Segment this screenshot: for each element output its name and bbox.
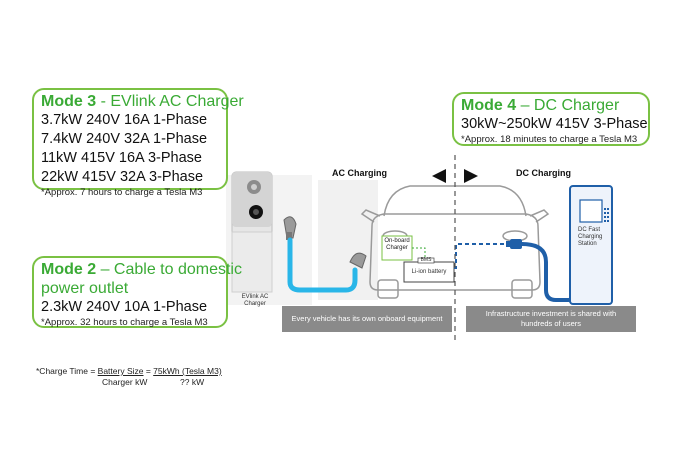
formula-equals: = <box>143 366 154 376</box>
evlink-charger-label: EVlink AC Charger <box>241 294 269 307</box>
mode3-spec-2: 7.4kW 240V 32A 1-Phase <box>41 131 208 147</box>
ac-plug-icon <box>283 216 297 240</box>
formula-denominator-value: ?? kW <box>180 377 205 387</box>
mode2-title: Mode 2 – Cable to domestic <box>41 260 242 279</box>
formula-numerator-value: 75kWh (Tesla M3) <box>153 366 222 376</box>
mode3-title-rest: - EVlink AC Charger <box>96 93 244 110</box>
dc-station-icon <box>569 185 613 305</box>
right-arrow-icon <box>464 169 478 183</box>
left-arrow-icon <box>432 169 446 183</box>
mode3-title: Mode 3 - EVlink AC Charger <box>41 92 244 111</box>
mode4-box: Mode 4 – DC Charger 30kW~250kW 415V 3-Ph… <box>452 92 650 146</box>
car-ac-plug-icon <box>349 252 367 269</box>
battery-label: Li-ion battery <box>411 269 447 275</box>
ac-banner: Every vehicle has its own onboard equipm… <box>282 306 452 332</box>
dc-wiring <box>454 243 512 269</box>
dc-banner: Infrastructure investment is shared with… <box>466 306 636 332</box>
ac-cable <box>287 237 358 293</box>
dc-charging-label: DC Charging <box>516 168 571 178</box>
mode3-spec-1: 3.7kW 240V 16A 1-Phase <box>41 112 208 128</box>
evlink-wallbox-icon <box>231 171 273 293</box>
onboard-charger-label: On-board Charger <box>384 238 410 251</box>
formula-denominator: Charger kW <box>102 377 148 387</box>
mode2-title-rest: – Cable to domestic <box>96 261 242 278</box>
mode4-note: *Approx. 18 minutes to charge a Tesla M3 <box>461 134 638 145</box>
ac-background-panel <box>318 180 378 300</box>
bms-label: BMS <box>420 257 432 263</box>
mode4-title-bold: Mode 4 <box>461 97 517 114</box>
mode3-spec-3: 11kW 415V 16A 3-Phase <box>41 150 202 166</box>
mode4-title: Mode 4 – DC Charger <box>461 96 641 115</box>
mode2-title-bold: Mode 2 <box>41 261 97 278</box>
mode2-spec: 2.3kW 240V 10A 1-Phase <box>41 299 208 315</box>
formula-numerator: Battery Size <box>97 366 144 376</box>
formula-prefix: *Charge Time = <box>36 366 98 376</box>
mode2-box: Mode 2 – Cable to domestic power outlet … <box>32 256 242 328</box>
mode3-note: *Approx. 7 hours to charge a Tesla M3 <box>41 187 203 198</box>
mode2-note: *Approx. 32 hours to charge a Tesla M3 <box>41 317 208 328</box>
dc-plug-icon <box>506 239 522 249</box>
ac-charging-label: AC Charging <box>332 168 387 178</box>
mode3-spec-4: 22kW 415V 32A 3-Phase <box>41 169 204 185</box>
mode4-title-rest: – DC Charger <box>516 97 620 114</box>
mode3-title-bold: Mode 3 <box>41 93 97 110</box>
mode2-title-continued: power outlet <box>41 280 129 297</box>
mode3-box: Mode 3 - EVlink AC Charger 3.7kW 240V 16… <box>32 88 244 198</box>
onboard-wiring <box>412 247 426 262</box>
charge-time-formula: *Charge Time = Battery Size = 75kWh (Tes… <box>36 366 222 377</box>
mode4-spec: 30kW~250kW 415V 3-Phase <box>461 116 648 132</box>
mode2-title-line2: power outlet <box>41 279 219 298</box>
dc-station-label: DC Fast Charging Station <box>578 227 603 247</box>
